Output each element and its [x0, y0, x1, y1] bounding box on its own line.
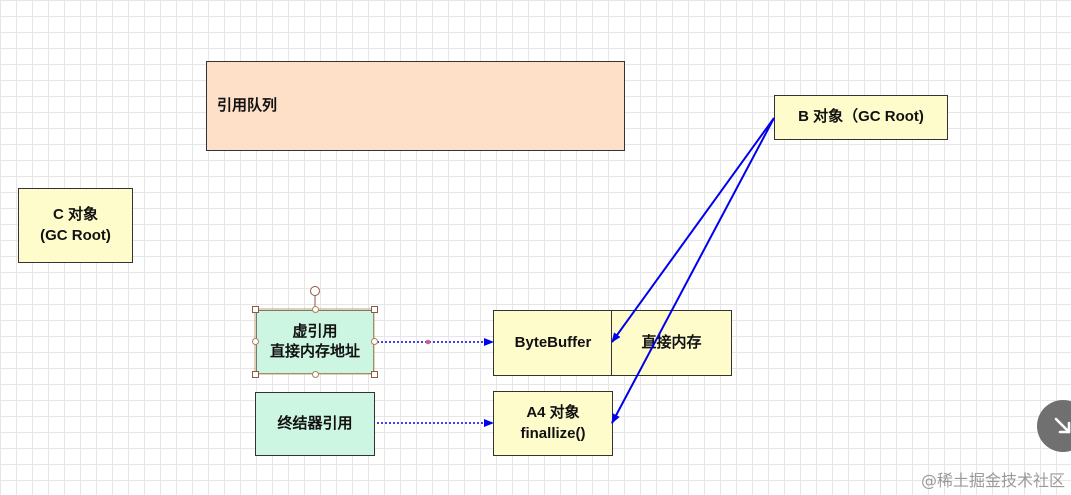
resize-handle-top-middle[interactable]	[312, 306, 319, 313]
phantom-reference-box[interactable]: 虚引用 直接内存地址	[256, 310, 374, 374]
collapse-arrow-icon	[1054, 417, 1071, 434]
watermark: @稀土掘金技术社区	[920, 471, 1065, 490]
b-object-label: B 对象（GC Root)	[798, 108, 924, 126]
resize-handle-top-left[interactable]	[252, 306, 259, 313]
resize-handle-bottom-left[interactable]	[252, 371, 259, 378]
a4-object-label: A4 对象 finallize()	[520, 404, 586, 442]
bytebuffer-box[interactable]: ByteBuffer	[493, 310, 613, 376]
arrow-b-to-bytebuffer	[611, 117, 775, 343]
connector-midpoint	[425, 339, 431, 345]
finalizer-reference-label: 终结器引用	[277, 414, 353, 432]
resize-handle-top-right[interactable]	[371, 306, 378, 313]
c-object-box[interactable]: C 对象 (GC Root)	[18, 188, 133, 263]
resize-handle-right-middle[interactable]	[371, 338, 378, 345]
collapse-button[interactable]	[1037, 400, 1071, 452]
reference-queue-label: 引用队列	[217, 96, 278, 114]
c-object-label: C 对象 (GC Root)	[40, 206, 111, 244]
rotate-handle	[310, 286, 320, 296]
a4-object-box[interactable]: A4 对象 finallize()	[493, 391, 613, 456]
finalizer-reference-box[interactable]: 终结器引用	[255, 392, 375, 456]
resize-handle-bottom-right[interactable]	[371, 371, 378, 378]
phantom-reference-label: 虚引用 直接内存地址	[269, 322, 360, 360]
resize-handle-left-middle[interactable]	[252, 338, 259, 345]
b-object-box[interactable]: B 对象（GC Root)	[774, 95, 948, 140]
reference-queue-box[interactable]: 引用队列	[206, 61, 625, 151]
bytebuffer-label: ByteBuffer	[514, 333, 592, 351]
direct-memory-box[interactable]: 直接内存	[611, 310, 732, 376]
direct-memory-label: 直接内存	[641, 333, 702, 351]
resize-handle-bottom-middle[interactable]	[312, 371, 319, 378]
arrow-b-to-a4	[611, 117, 775, 424]
